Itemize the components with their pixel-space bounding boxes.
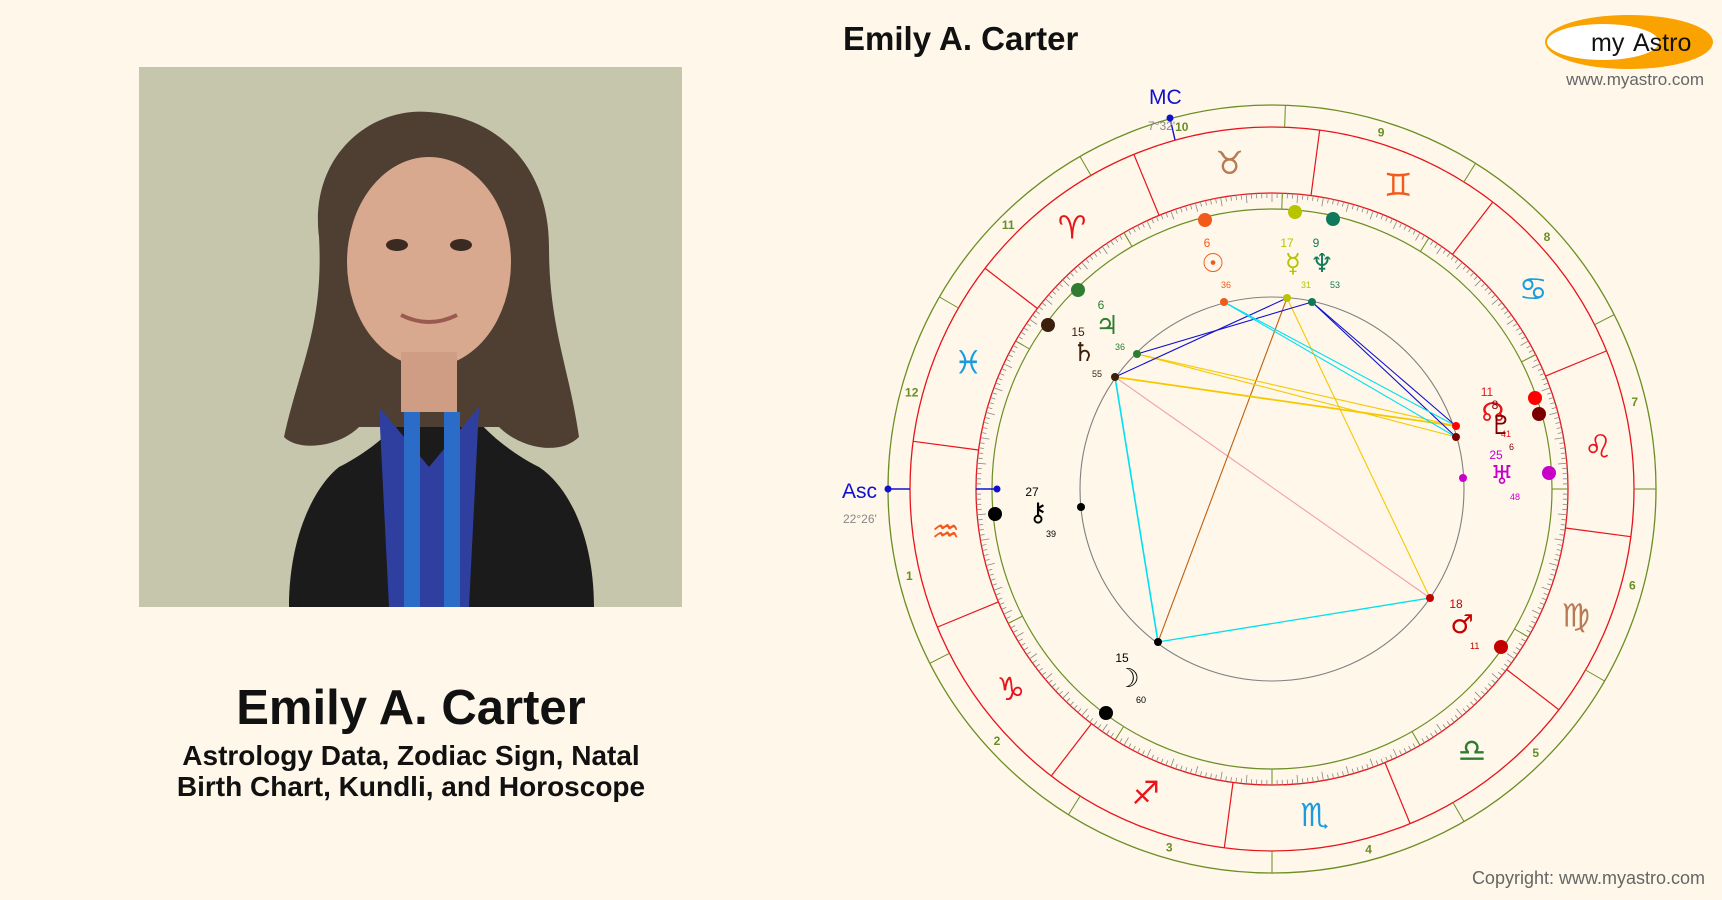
- planet-pluto: ♇8 6: [1489, 398, 1514, 452]
- site-url[interactable]: www.myastro.com: [1566, 70, 1704, 89]
- sign-scorpio-icon: ♏: [1300, 796, 1329, 834]
- person-subtitle: Astrology Data, Zodiac Sign, Natal Birth…: [0, 740, 822, 802]
- mc-degree: 7°32': [1148, 119, 1175, 133]
- house-number: 1: [906, 569, 913, 583]
- sign-capricorn-icon: ♑: [996, 670, 1025, 708]
- planet-sun: ☉6 36: [1201, 236, 1231, 290]
- house-number: 5: [1532, 746, 1539, 760]
- svg-text:my: my: [1591, 29, 1625, 57]
- asc-label: Asc: [842, 480, 877, 503]
- jupiter-icon: ♃: [1095, 311, 1118, 341]
- uranus-icon: ♅: [1490, 461, 1513, 491]
- planet-uranus: ♅25 48: [1489, 448, 1520, 502]
- mars-icon: ♂: [1450, 610, 1473, 640]
- planet-minutes: 31: [1301, 280, 1311, 290]
- sign-virgo-icon: ♍: [1561, 596, 1590, 634]
- planet-degree: 17: [1280, 236, 1294, 250]
- house-number: 9: [1378, 125, 1385, 139]
- moon-icon: ☽: [1116, 664, 1139, 694]
- planet-chiron: ⚷27 39: [1025, 485, 1056, 539]
- planet-degree: 6: [1098, 298, 1105, 312]
- planet-degree: 25: [1489, 448, 1503, 462]
- mc-label: MC: [1149, 86, 1182, 109]
- planet-degree: 18: [1449, 597, 1463, 611]
- portrait-illustration: [139, 67, 682, 607]
- planet-moon: ☽15 60: [1115, 651, 1146, 705]
- planet-jupiter: ♃6 36: [1095, 298, 1125, 352]
- planet-degree: 27: [1025, 485, 1039, 499]
- planet-minutes: 36: [1221, 280, 1231, 290]
- neptune-icon: ♆: [1310, 249, 1333, 279]
- subtitle-line-2: Birth Chart, Kundli, and Horoscope: [176, 771, 646, 802]
- house-number: 2: [994, 734, 1001, 748]
- person-name: Emily A. Carter: [236, 681, 586, 735]
- planet-markers: [988, 205, 1556, 720]
- planet-neptune: ♆9 53: [1310, 236, 1340, 290]
- planet-degree: 8: [1492, 398, 1499, 412]
- pluto-icon: ♇: [1489, 411, 1512, 441]
- planet-mars: ♂18 11: [1449, 597, 1479, 651]
- copyright-text: Copyright: www.myastro.com: [1471, 868, 1705, 888]
- planet-minutes: 11: [1470, 641, 1479, 651]
- sign-leo-icon: ♌: [1584, 427, 1613, 465]
- planet-degree: 6: [1204, 236, 1211, 250]
- planet-minutes: 41: [1501, 429, 1511, 439]
- planet-degree: 15: [1071, 325, 1085, 339]
- sign-cancer-icon: ♋: [1519, 270, 1548, 308]
- planet-minutes: 60: [1136, 695, 1146, 705]
- sign-aries-icon: ♈: [1058, 209, 1087, 247]
- sign-taurus-icon: ♉: [1215, 144, 1244, 182]
- sign-boundaries: [913, 130, 1631, 848]
- svg-text:Astro: Astro: [1633, 29, 1691, 57]
- angle-markers: Asc 22°26' MC 7°32': [842, 86, 1182, 526]
- sign-libra-icon: ♎: [1458, 731, 1487, 769]
- house-number: 11: [1002, 218, 1015, 232]
- north-node-icon: ☊: [1481, 398, 1504, 428]
- house-number: 10: [1175, 120, 1189, 134]
- house-number: 8: [1544, 230, 1551, 244]
- sign-pisces-icon: ♓: [954, 344, 983, 382]
- sun-icon: ☉: [1201, 249, 1224, 279]
- house-number: 6: [1629, 579, 1636, 593]
- zodiac-sign-glyphs: ♒ ♓ ♈ ♉ ♊ ♋ ♌ ♍ ♎ ♏ ♐ ♑: [931, 144, 1612, 834]
- planet-degree: 11: [1481, 385, 1494, 399]
- myastro-logo[interactable]: my Astro: [1543, 12, 1714, 72]
- planet-north-node: ☊11 41: [1481, 385, 1511, 439]
- planet-degree: 15: [1115, 651, 1129, 665]
- saturn-icon: ♄: [1072, 338, 1095, 368]
- planet-minutes: 48: [1510, 492, 1520, 502]
- person-photo: [139, 67, 682, 607]
- planet-minutes: 36: [1115, 342, 1125, 352]
- aspect-circle-points: [1077, 294, 1467, 646]
- chiron-icon: ⚷: [1028, 498, 1047, 528]
- sign-sagittarius-icon: ♐: [1131, 774, 1160, 812]
- house-number: 3: [1166, 841, 1173, 855]
- planet-minutes: 39: [1046, 529, 1056, 539]
- planet-mercury: ☿17 31: [1280, 236, 1311, 290]
- planet-glyphs: ☉636☿1731♆953♃636♄1555⚷2739☽1560♂1811♅25…: [1025, 236, 1520, 705]
- sign-gemini-icon: ♊: [1384, 166, 1413, 204]
- planet-saturn: ♄15 55: [1071, 325, 1102, 379]
- house-number: 7: [1631, 395, 1638, 409]
- degree-ticks: [976, 193, 1568, 785]
- chart-title: Emily A. Carter: [843, 20, 1079, 57]
- house-cusps: [888, 105, 1656, 873]
- asc-degree: 22°26': [843, 512, 877, 526]
- planet-minutes: 55: [1092, 369, 1102, 379]
- subtitle-line-1: Astrology Data, Zodiac Sign, Natal: [182, 740, 640, 771]
- house-number: 12: [905, 385, 919, 399]
- house-number: 4: [1365, 842, 1372, 856]
- planet-degree: 9: [1313, 236, 1320, 250]
- sign-aquarius-icon: ♒: [931, 513, 960, 551]
- myastro-logo-icon: my Astro: [1545, 15, 1713, 69]
- planet-minutes: 53: [1330, 280, 1340, 290]
- mercury-icon: ☿: [1285, 249, 1301, 279]
- planet-minutes: 6: [1509, 442, 1514, 452]
- aspect-lines: [1114, 297, 1457, 643]
